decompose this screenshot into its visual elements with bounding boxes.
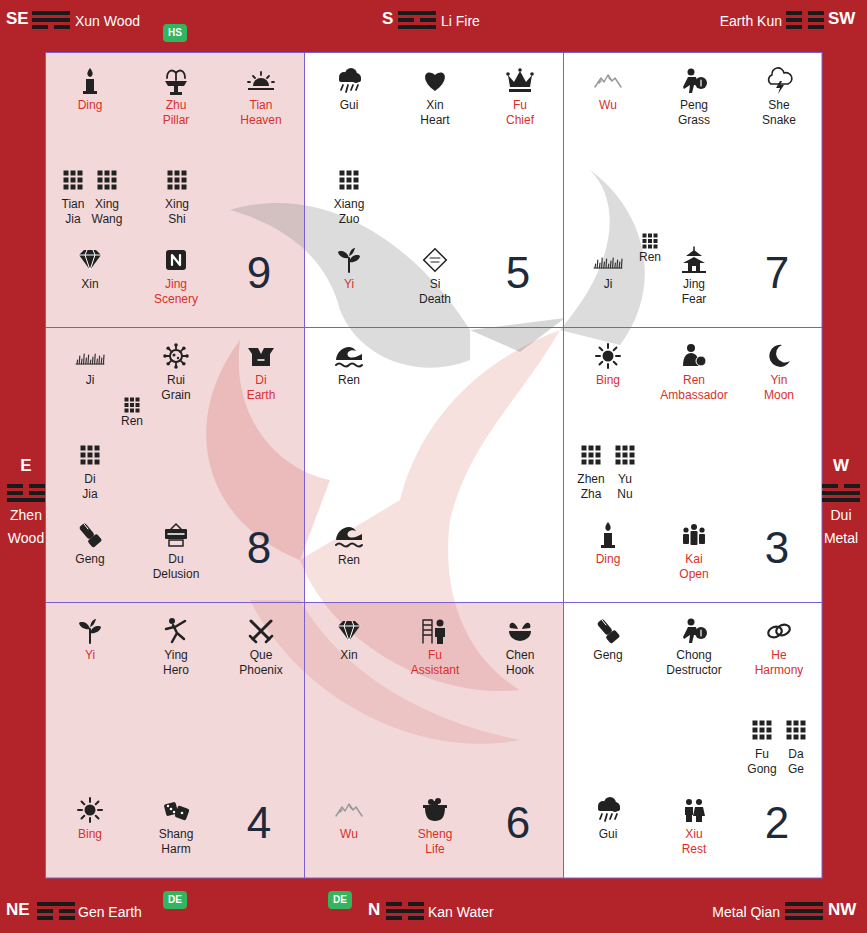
palace-text: Si Death [419,277,451,307]
palace-text: Gui [340,98,359,113]
direction-label: Metal Qian [712,903,780,921]
palace-text: Tian Jia [62,197,85,227]
palace-text: Gui [599,827,618,842]
palace-text: Xiang Zuo [334,197,365,227]
palace-text: Ren [121,414,143,429]
status-badge: DE [328,891,352,909]
trigram-symbols [7,11,860,920]
palace-text: Xin Heart [420,98,449,128]
direction-label: NW [828,900,856,920]
direction-label: SW [828,9,855,29]
palace-text: Ying Hero [163,648,189,678]
palace-cell: Xin Fu Assistant Chen HookWu Sheng Life 6 [304,602,563,878]
direction-label: Li Fire [441,12,480,30]
palace-text: She Snake [762,98,796,128]
palace-text: Ren [639,250,661,265]
palace-number: 4 [247,801,271,845]
palace-cell: Yi Ying Hero Que PhoenixBing Shang Harm 4 [45,602,304,878]
palace-cell: Ding Zhu Pillar Tian HeavenTian Jia Xing Wa… [45,52,304,327]
palace-cell: Ji Rui Grain Di EarthRen Di JiaGeng Du Delus… [45,327,304,602]
direction-label: W [833,456,849,476]
palace-number: 6 [506,801,530,845]
direction-label: Zhen Wood [8,504,44,550]
palace-text: Yin Moon [764,373,794,403]
direction-label: S [382,9,393,29]
palace-text: Que Phoenix [239,648,282,678]
palace-text: Ding [78,98,103,113]
palace-text: Zhen Zha [577,472,604,502]
palace-text: Yi [344,277,354,292]
direction-label: Kan Water [428,903,494,921]
palace-number: 7 [765,251,789,295]
palace-text: Ji [86,373,95,388]
direction-label: Xun Wood [75,12,140,30]
palace-text: Geng [593,648,622,663]
palace-text: Fu Chief [506,98,534,128]
palace-text: Jing Fear [682,277,707,307]
direction-label: Dui Metal [824,504,858,550]
palace-number: 8 [247,526,271,570]
palace-text: Kai Open [679,552,708,582]
palace-text: Xin [81,277,98,292]
palace-cell: Gui Xin Heart Fu ChiefXiang ZuoYi Si Death 5 [304,52,563,327]
palace-cell: RenRen [304,327,563,602]
palace-cell: Bing Ren Ambassador Yin MoonZhen Zha Yu Nu D… [563,327,822,602]
palace-text: Yu Nu [617,472,632,502]
palace-text: Peng Grass [678,98,710,128]
palace-text: Xing Shi [165,197,189,227]
palace-text: Ren [338,373,360,388]
direction-label: Earth Kun [720,12,782,30]
badge-text: DE [333,894,347,906]
palace-text: Wu [340,827,358,842]
palace-text: Ren Ambassador [660,373,727,403]
direction-label: E [20,456,31,476]
palace-text: Ren [338,553,360,568]
direction-label: N [368,900,380,920]
palace-text: Fu Gong [747,747,776,777]
palace-text: Da Ge [788,747,804,777]
direction-label: Gen Earth [78,903,142,921]
status-badge: DE [163,891,187,909]
palace-text: Chong Destructor [666,648,721,678]
palace-text: Rui Grain [161,373,190,403]
palace-text: Geng [75,552,104,567]
palace-text: Jing Scenery [154,277,198,307]
direction-label: NE [6,900,30,920]
palace-text: Ding [596,552,621,567]
palace-text: Xing Wang [92,197,123,227]
palace-text: Fu Assistant [411,648,460,678]
status-badge: HS [163,24,187,42]
phoenix-watermark [206,170,645,744]
palace-text: Chen Hook [506,648,535,678]
palace-cell: Geng Chong Destructor He Harmony Fu Gong Da … [563,602,822,878]
palace-number: 9 [247,251,271,295]
palace-text: He Harmony [755,648,804,678]
palace-text: Di Earth [247,373,276,403]
palace-text: Ji [604,277,613,292]
palace-text: Di Jia [82,472,97,502]
palace-text: Shang Harm [159,827,194,857]
palace-text: Bing [78,827,102,842]
palace-text: Wu [599,98,617,113]
palace-text: Xiu Rest [682,827,707,857]
badge-text: DE [168,894,182,906]
palace-text: Sheng Life [418,827,453,857]
direction-label: SE [6,9,29,29]
palace-text: Du Delusion [153,552,200,582]
palace-cell: Wu Peng Grass She SnakeRenJi Jing Fear 7 [563,52,822,327]
palace-text: Bing [596,373,620,388]
palace-text: Yi [85,648,95,663]
palace-text: Tian Heaven [240,98,281,128]
palace-text: Xin [340,648,357,663]
palace-number: 2 [765,801,789,845]
badge-text: HS [168,27,182,39]
palace-number: 3 [765,526,789,570]
palace-number: 5 [506,251,530,295]
palace-text: Zhu Pillar [163,98,190,128]
